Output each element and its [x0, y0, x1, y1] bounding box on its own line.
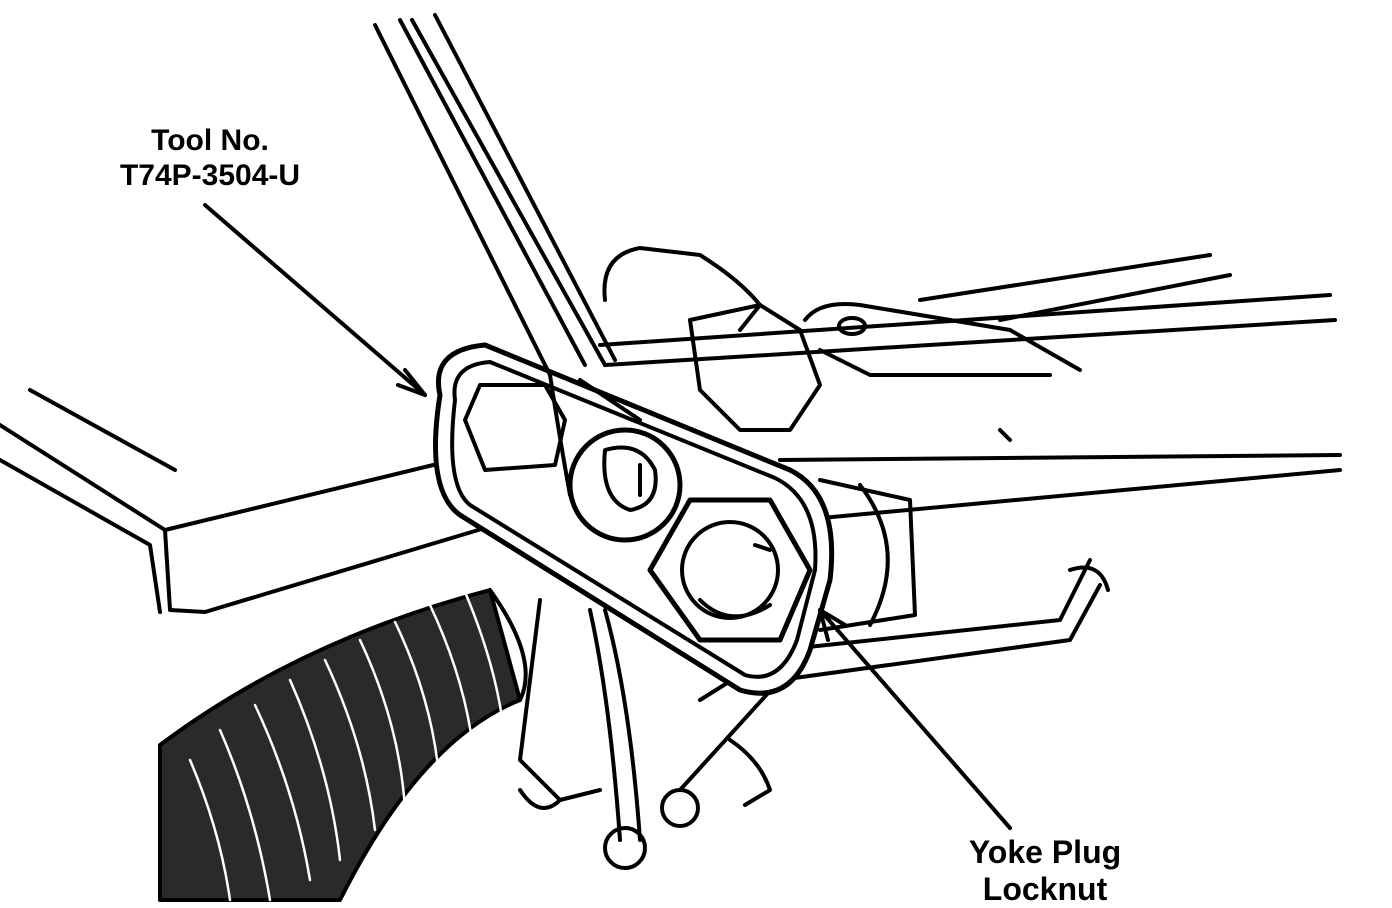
yoke-plug-locknut-callout: Yoke Plug Locknut [940, 834, 1150, 908]
tool-callout-line1: Tool No. [151, 124, 269, 157]
mounting-bracket [0, 388, 497, 614]
yoke-callout-line1: Yoke Plug [968, 834, 1122, 870]
steering-rack-housing [598, 253, 1342, 632]
yoke-callout-line2: Locknut [982, 870, 1108, 907]
callout-leader-yoke [818, 608, 1012, 830]
bellows-boot [158, 588, 528, 902]
valve-body [602, 246, 1082, 432]
tool-callout-line2: T74P-3504-U [119, 158, 301, 192]
socket-wrench [373, 13, 683, 543]
callout-leader-tool [203, 203, 427, 397]
tool-number-callout: Tool No. T74P-3504-U [110, 124, 310, 193]
hydraulic-lines [518, 558, 1110, 870]
